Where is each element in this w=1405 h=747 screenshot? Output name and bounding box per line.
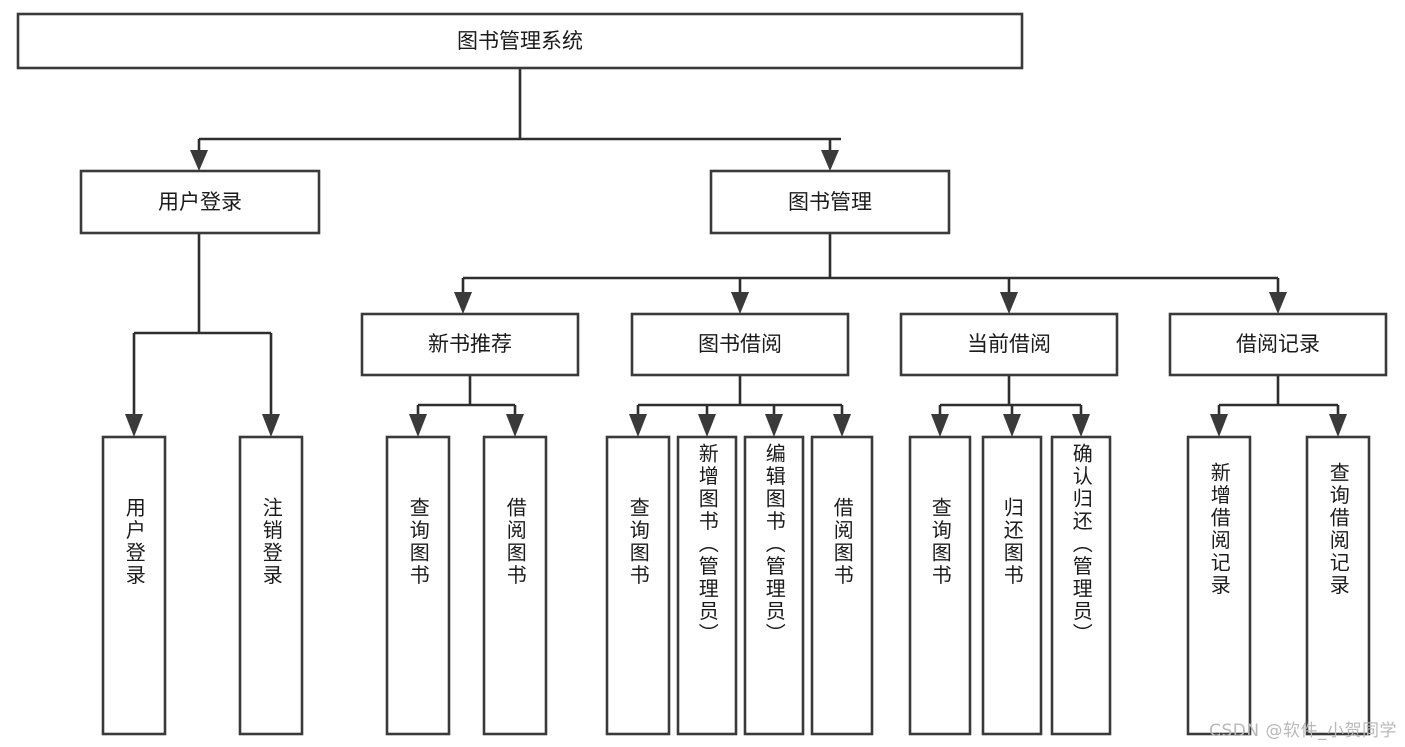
node-root-label: 图书管理系统 bbox=[457, 29, 583, 53]
leaf-box-add-borrow-record[interactable] bbox=[1186, 435, 1252, 736]
connector-newbook-to-leaves bbox=[409, 375, 524, 437]
node-new-book-recommend[interactable]: 新书推荐 bbox=[360, 312, 580, 377]
node-current-borrow-label: 当前借阅 bbox=[967, 332, 1051, 356]
node-book-borrow-label: 图书借阅 bbox=[698, 332, 782, 356]
leaf-box-add-book-admin[interactable] bbox=[676, 435, 738, 736]
leaf-box-borrow-book-1[interactable] bbox=[482, 435, 548, 736]
connector-bookmanage-to-level3 bbox=[454, 233, 1287, 314]
arrow-head-user-login bbox=[190, 150, 208, 171]
leaf-box-query-book-2[interactable] bbox=[605, 435, 671, 736]
node-user-login[interactable]: 用户登录 bbox=[79, 169, 321, 235]
node-book-management[interactable]: 图书管理 bbox=[709, 169, 951, 235]
connector-borrowrecord-to-leaves bbox=[1210, 375, 1347, 437]
connector-bookborrow-to-leaves bbox=[629, 375, 851, 437]
node-new-book-recommend-label: 新书推荐 bbox=[428, 332, 512, 356]
node-current-borrow[interactable]: 当前借阅 bbox=[899, 312, 1119, 377]
leaf-box-return-book[interactable] bbox=[981, 435, 1043, 736]
leaf-box-logout[interactable] bbox=[238, 435, 304, 736]
node-borrow-record[interactable]: 借阅记录 bbox=[1168, 312, 1388, 377]
connector-currentborrow-to-leaves bbox=[931, 375, 1090, 437]
leaf-box-confirm-return-admin[interactable] bbox=[1050, 435, 1112, 736]
node-user-login-label: 用户登录 bbox=[158, 190, 242, 214]
connector-root-to-level2 bbox=[190, 68, 841, 171]
leaf-boxes bbox=[101, 435, 1371, 736]
leaf-box-query-book-1[interactable] bbox=[385, 435, 451, 736]
node-book-management-label: 图书管理 bbox=[788, 190, 872, 214]
leaf-box-user-login[interactable] bbox=[101, 435, 167, 736]
leaf-box-borrow-book-2[interactable] bbox=[810, 435, 874, 736]
watermark: CSDN @软件_小贺同学 bbox=[1209, 721, 1397, 741]
node-borrow-record-label: 借阅记录 bbox=[1236, 332, 1320, 356]
leaf-box-query-borrow-record[interactable] bbox=[1305, 435, 1371, 736]
node-root[interactable]: 图书管理系统 bbox=[16, 12, 1024, 70]
arrow-head-book-manage bbox=[821, 150, 839, 171]
node-book-borrow[interactable]: 图书借阅 bbox=[630, 312, 850, 377]
leaf-box-edit-book-admin[interactable] bbox=[743, 435, 805, 736]
leaf-box-query-book-3[interactable] bbox=[908, 435, 972, 736]
connector-userlogin-to-leaves bbox=[125, 233, 280, 437]
